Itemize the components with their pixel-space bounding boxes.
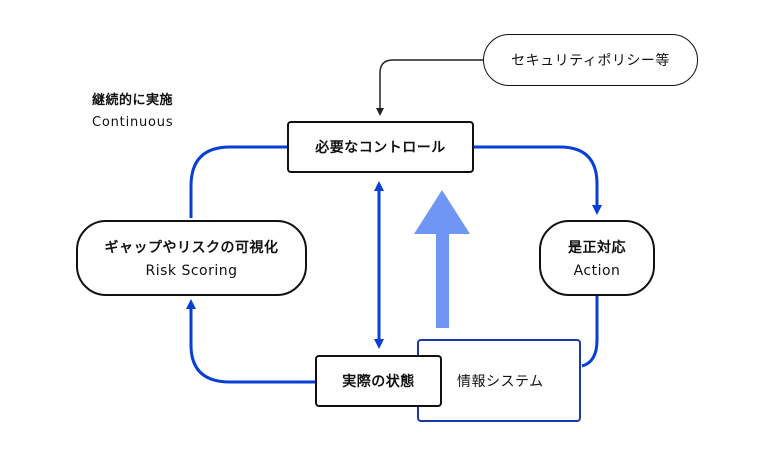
actual-to-gap-arrow	[186, 299, 315, 384]
continuous-label-jp: 継続的に実施	[92, 93, 174, 108]
gap-to-controls-line	[189, 145, 287, 218]
policy-node: セキュリティポリシー等	[483, 34, 698, 86]
actual-state-node: 実際の状態	[315, 355, 442, 407]
continuous-label-en: Continuous	[92, 115, 174, 130]
action-to-system-line	[581, 296, 599, 368]
action-node: 是正対応 Action	[539, 220, 655, 296]
information-system-label: 情報システム	[457, 373, 544, 390]
actual-state-label: 実際の状態	[342, 374, 415, 390]
controls-node: 必要なコントロール	[287, 121, 474, 173]
continuous-note: 継続的に実施 Continuous	[92, 90, 173, 134]
gap-risk-label-jp: ギャップやリスクの可視化	[104, 240, 279, 256]
policy-label: セキュリティポリシー等	[511, 53, 670, 69]
action-label-jp: 是正対応	[568, 240, 626, 256]
action-label-en: Action	[573, 263, 621, 279]
policy-to-controls-arrow	[376, 59, 483, 116]
gap-risk-label-en: Risk Scoring	[145, 263, 238, 279]
big-up-arrow	[414, 190, 470, 328]
information-system-node: 情報システム	[417, 339, 581, 422]
controls-to-action-arrow	[474, 145, 602, 215]
controls-label: 必要なコントロール	[315, 140, 446, 156]
gap-risk-node: ギャップやリスクの可視化 Risk Scoring	[76, 220, 307, 296]
